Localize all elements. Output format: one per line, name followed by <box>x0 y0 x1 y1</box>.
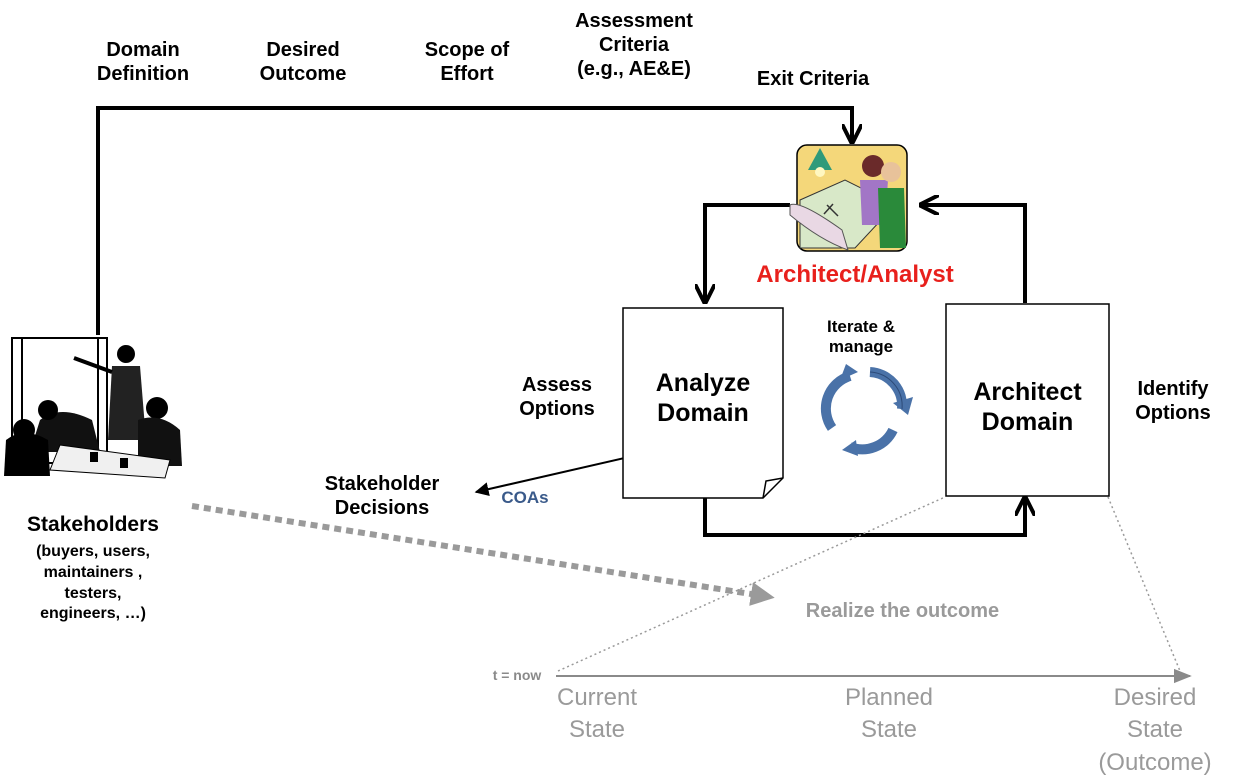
projection-line-left <box>557 496 946 672</box>
planned-state-label: Planned State <box>844 684 934 744</box>
input-domain-definition: Domain Definition <box>96 39 190 85</box>
loop-arrow-bottom <box>703 498 1025 537</box>
architect-analyst-icon <box>789 144 908 252</box>
stakeholders-meeting-icon <box>4 337 182 479</box>
timeline-start-label: t = now <box>492 667 542 683</box>
stakeholders-detail: (buyers, users, maintainers , testers, e… <box>36 543 150 623</box>
input-desired-outcome: Desired Outcome <box>259 39 347 85</box>
cycle-icon <box>820 364 913 456</box>
analyze-domain-box <box>622 307 784 499</box>
stakeholders-title: Stakeholders <box>27 513 159 536</box>
realize-outcome-label: Realize the outcome <box>805 600 1000 622</box>
coas-label: COAs <box>501 488 549 507</box>
realize-outcome-arrow <box>191 503 775 606</box>
analyze-domain-label: Analyze Domain <box>655 369 751 427</box>
architect-domain-label: Architect Domain <box>973 378 1082 436</box>
input-scope-of-effort: Scope of Effort <box>424 39 510 85</box>
stakeholder-decisions-label: Stakeholder Decisions <box>324 473 440 519</box>
analyze-domain-fold <box>762 477 784 499</box>
input-exit-criteria: Exit Criteria <box>756 68 870 90</box>
loop-arrow-to-architect <box>923 205 1027 303</box>
assess-options-label: Assess Options <box>519 374 595 420</box>
input-assessment-criteria: Assessment Criteria (e.g., AE&E) <box>575 10 693 80</box>
desired-state-label: Desired State (Outcome) <box>1098 684 1212 776</box>
loop-arrow-to-analyze <box>705 203 790 300</box>
architect-domain-box <box>945 303 1110 497</box>
architect-analyst-label: Architect/Analyst <box>756 261 954 288</box>
projection-line-right <box>1107 496 1181 672</box>
input-flow-line <box>96 106 852 335</box>
identify-options-label: Identify Options <box>1135 378 1211 424</box>
iterate-manage-label: Iterate & manage <box>826 317 896 357</box>
current-state-label: Current State <box>556 684 638 744</box>
